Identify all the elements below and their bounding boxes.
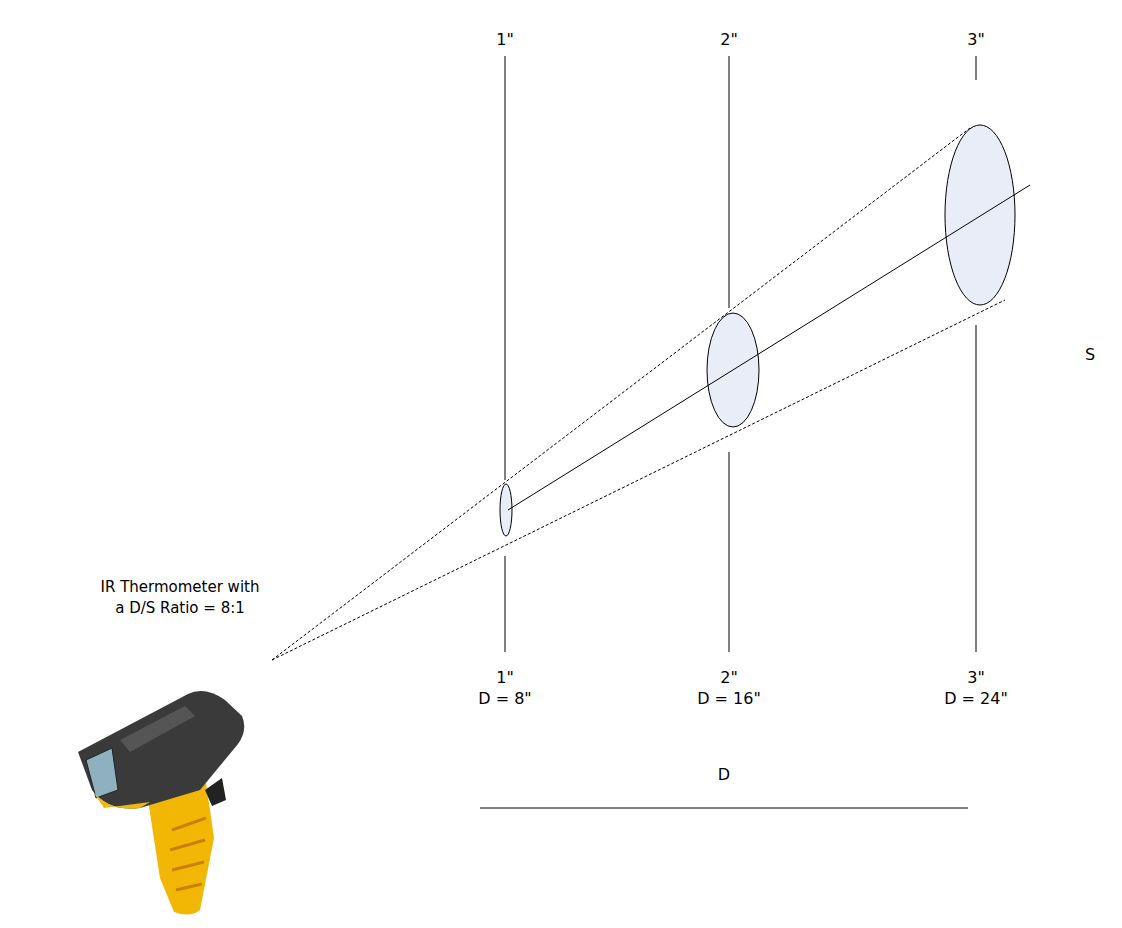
dimension-label: D = 16" [697,689,761,709]
dimension-label: 2" [720,668,738,688]
dimension-label: S [1085,345,1095,365]
distance-marker-line [505,556,506,652]
dimension-label: 1" [496,30,514,50]
distance-marker-line [976,56,977,80]
distance-marker-line [505,56,506,480]
dimension-label: D = 8" [478,689,531,709]
distance-marker-line [729,452,730,652]
dimension-label: D = 24" [944,689,1008,709]
thermometer-grip [170,818,206,890]
distance-marker-line [976,325,977,652]
thermometer-picture [78,691,244,914]
dimension-label: D [718,765,730,785]
field-of-view-line [272,128,970,660]
thermometer-trigger [205,778,226,806]
dimension-label: 3" [967,30,985,50]
distance-marker-line [729,56,730,308]
thermometer-label-plate [120,706,195,752]
thermometer-body [78,691,244,809]
caption-label: IR Thermometer with a D/S Ratio = 8:1 [97,577,263,619]
dimension-label: 2" [720,30,738,50]
dimension-label: 3" [967,668,985,688]
dimension-label: 1" [496,668,514,688]
field-of-view-line [272,300,1005,660]
center-axis-line [508,185,1030,510]
thermometer-display [86,748,118,798]
spot-ellipse [500,484,512,536]
spot-ellipse [945,125,1015,305]
thermometer-trim [92,790,150,809]
distance-axis-line [480,808,968,809]
